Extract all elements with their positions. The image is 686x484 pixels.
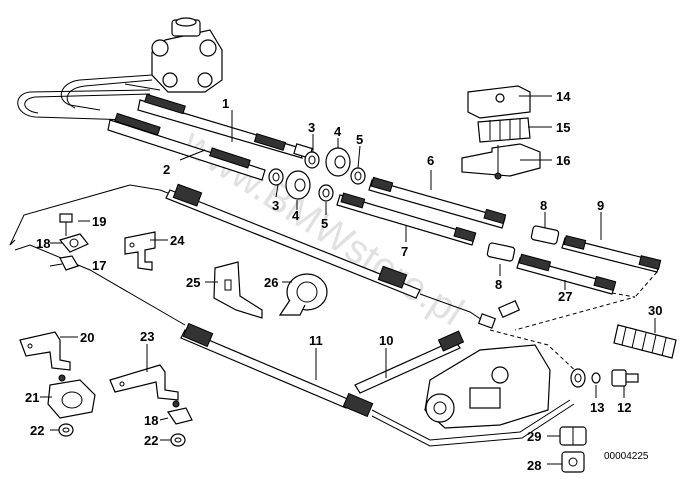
brake-line-11-part xyxy=(9,183,575,447)
bracket-25-part xyxy=(213,261,263,319)
clamp-18-upper-part xyxy=(58,233,89,253)
connector-8-lower-part xyxy=(486,242,516,262)
callout-22-left: 22 xyxy=(30,423,44,438)
grommet-4-lower-part xyxy=(285,170,311,200)
screw-19-part xyxy=(59,213,73,236)
brake-hose-2-part xyxy=(107,112,266,181)
washer-3-lower-part xyxy=(268,168,284,186)
callout-5-lower: 5 xyxy=(321,216,328,231)
callout-13: 13 xyxy=(590,400,604,415)
callout-28: 28 xyxy=(527,458,541,473)
callout-14: 14 xyxy=(556,89,571,104)
clamp-18-lower-part xyxy=(167,400,193,425)
callout-18-lower: 18 xyxy=(144,413,158,428)
connector-8-upper-part xyxy=(530,225,560,245)
callout-3-upper: 3 xyxy=(308,120,315,135)
grommet-26-part xyxy=(278,273,328,316)
callout-17: 17 xyxy=(92,258,106,273)
callout-9: 9 xyxy=(597,198,604,213)
callout-15: 15 xyxy=(556,120,570,135)
callout-8-lower: 8 xyxy=(495,277,502,292)
washer-5-upper-part xyxy=(350,167,366,185)
brake-line-9-part xyxy=(561,235,662,273)
clip-29-part xyxy=(559,426,587,446)
callout-12: 12 xyxy=(617,400,631,415)
brake-hose-6-part xyxy=(368,176,507,229)
callout-27: 27 xyxy=(558,289,572,304)
callout-26: 26 xyxy=(264,275,278,290)
callout-11: 11 xyxy=(309,333,323,348)
callout-30: 30 xyxy=(648,303,662,318)
callout-20: 20 xyxy=(80,330,94,345)
brake-lines-part xyxy=(17,74,161,121)
grommet-4-upper-part xyxy=(325,147,351,177)
hydraulic-unit-part xyxy=(424,344,551,429)
callout-4-upper: 4 xyxy=(334,124,342,139)
reference-number: 00004225 xyxy=(604,451,649,462)
leader-dashed-line xyxy=(514,271,658,331)
callout-29: 29 xyxy=(527,429,541,444)
callout-4-lower: 4 xyxy=(292,208,300,223)
nut-22-lower-part xyxy=(170,433,186,447)
bracket-24-part xyxy=(124,231,156,271)
clip-15-part xyxy=(477,117,531,143)
callout-1: 1 xyxy=(222,96,229,111)
callout-10: 10 xyxy=(379,333,393,348)
callout-19: 19 xyxy=(92,214,106,229)
callout-18-upper: 18 xyxy=(36,236,50,251)
clamp-21-part xyxy=(47,374,96,419)
brake-hose-7-part xyxy=(336,192,477,246)
brake-hose-1-part xyxy=(137,93,313,159)
callout-5-upper: 5 xyxy=(356,132,363,147)
callout-23: 23 xyxy=(140,329,154,344)
callout-24: 24 xyxy=(170,233,185,248)
callout-3-lower: 3 xyxy=(272,198,279,213)
banjo-bolt-12-part xyxy=(611,369,639,387)
clip-14-part xyxy=(467,85,531,119)
callout-8-upper: 8 xyxy=(540,198,547,213)
clip-strip-30-part xyxy=(613,324,677,359)
brake-line-10-part xyxy=(354,299,521,394)
callout-6: 6 xyxy=(427,153,434,168)
callout-25: 25 xyxy=(186,275,200,290)
washer-3-upper-part xyxy=(304,151,320,169)
callout-7: 7 xyxy=(401,244,408,259)
callout-leader-lines xyxy=(40,95,656,465)
distributor-valve-part xyxy=(151,17,223,93)
washer-5-lower-part xyxy=(318,184,334,202)
callout-16: 16 xyxy=(556,153,570,168)
callout-21: 21 xyxy=(25,390,39,405)
callout-22-lower: 22 xyxy=(144,433,158,448)
bracket-16-part xyxy=(461,143,541,180)
leader-dashed-line-2 xyxy=(489,329,581,376)
brake-line-27-part xyxy=(516,253,617,295)
bracket-23-part xyxy=(109,364,179,401)
bracket-20-part xyxy=(19,331,71,371)
callout-2: 2 xyxy=(163,162,170,177)
nut-22-left-part xyxy=(58,423,74,437)
clip-28-part xyxy=(561,451,585,473)
nut-17-part xyxy=(59,255,79,271)
banjo-fitting-13-part xyxy=(570,368,601,388)
